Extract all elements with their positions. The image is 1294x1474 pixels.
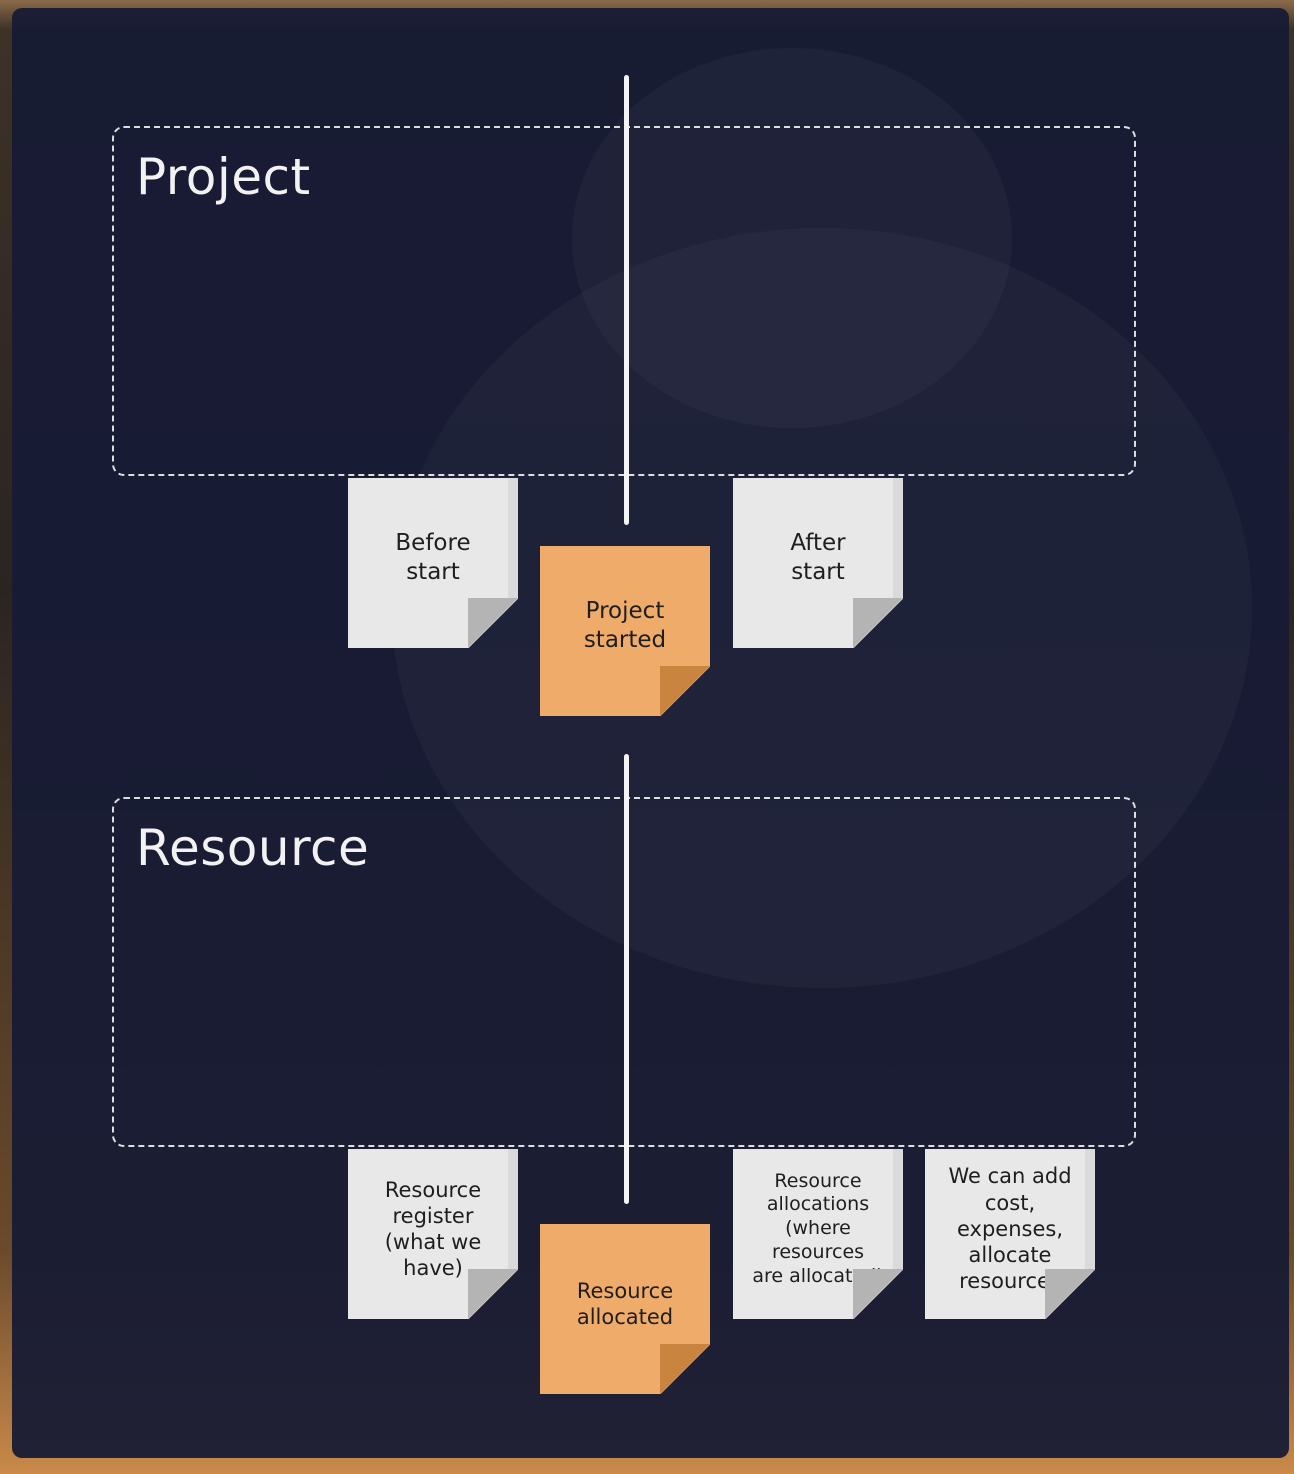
note-after-start: After start <box>733 478 903 648</box>
page-curl-icon <box>853 1269 903 1319</box>
note-resource-allocated-text: Resource allocated <box>576 1278 674 1329</box>
note-resource-allocations: Resource allocations (where resources ar… <box>733 1149 903 1319</box>
page-curl-icon <box>1045 1269 1095 1319</box>
note-before-start-text: Before start <box>395 530 471 585</box>
project-title: Project <box>136 148 311 206</box>
note-add-costs-text: We can add cost, expenses, allocate reso… <box>948 1164 1072 1294</box>
note-resource-allocated: Resource allocated <box>540 1224 710 1394</box>
note-resource-allocations-text: Resource allocations (where resources ar… <box>752 1169 884 1287</box>
page-curl-icon <box>468 1269 518 1319</box>
note-add-costs: We can add cost, expenses, allocate reso… <box>925 1149 1095 1319</box>
note-project-started: Project started <box>540 546 710 716</box>
note-project-started-text: Project started <box>583 598 667 653</box>
diagram-panel: Project Before start Project started Aft… <box>12 8 1289 1458</box>
page-curl-icon <box>660 1344 710 1394</box>
note-after-start-text: After start <box>790 530 846 585</box>
note-resource-register-text: Resource register (what we have) <box>384 1177 482 1281</box>
project-timeline-line <box>624 75 629 525</box>
resource-title: Resource <box>136 819 370 877</box>
note-before-start: Before start <box>348 478 518 648</box>
note-resource-register: Resource register (what we have) <box>348 1149 518 1319</box>
resource-timeline-line <box>624 754 629 1204</box>
